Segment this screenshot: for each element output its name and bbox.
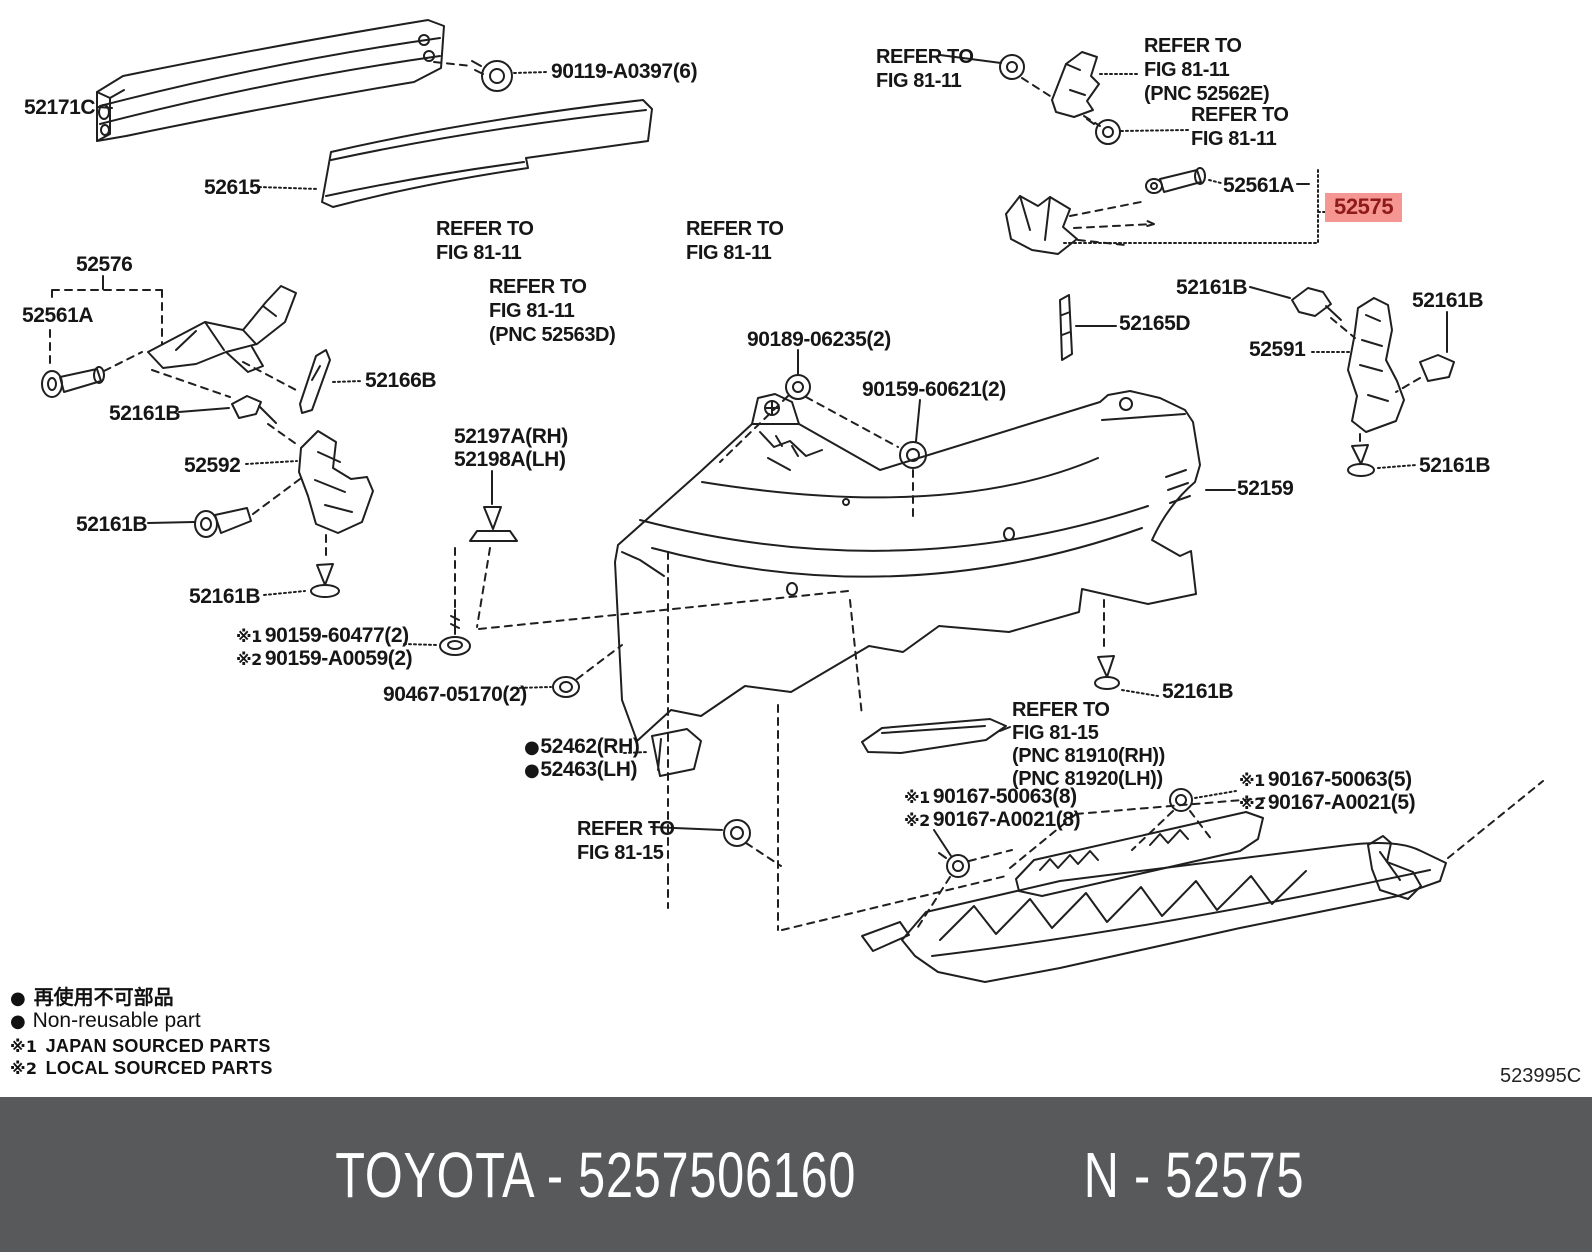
- legend-nonreusable-jp: ● 再使用不可部品: [10, 985, 174, 1009]
- retainer-52575-assembly-drawing: [1006, 168, 1326, 254]
- parts-diagram: [0, 0, 1592, 1096]
- part-label-52165d[interactable]: 52165D: [1119, 312, 1191, 335]
- footer-pnc-code: N - 52575: [1083, 1138, 1304, 1211]
- part-label-90159-60477: 90159-60477(2): [264, 624, 409, 647]
- japan-sourced-mark: ※1: [10, 1037, 38, 1056]
- part-label-52615[interactable]: 52615: [204, 176, 261, 199]
- retainer-52166b-drawing: [300, 350, 362, 413]
- pad-52462-drawing: [624, 729, 701, 776]
- part-label-52462: 52462(RH): [540, 735, 640, 758]
- grommet-90467-drawing: [515, 645, 622, 697]
- part-label-52198a-line: 52198A(LH): [454, 448, 566, 471]
- non-reusable-bullet: ●: [524, 760, 540, 781]
- lower-parts-drawing: [862, 656, 1543, 982]
- part-label-90159-60621[interactable]: 90159-60621(2): [862, 378, 1006, 401]
- part-label-52161b-2[interactable]: 52161B: [1176, 276, 1248, 299]
- japan-sourced-mark: ※1: [1239, 771, 1265, 790]
- non-reusable-bullet: ●: [524, 737, 540, 758]
- part-label-52161b-1[interactable]: 52161B: [109, 402, 181, 425]
- part-label-52161b-4[interactable]: 52161B: [1419, 454, 1491, 477]
- local-sourced-mark: ※2: [10, 1059, 38, 1078]
- part-label-90159-a0059: 90159-A0059(2): [264, 647, 413, 670]
- right-side-brackets-drawing: [1060, 287, 1454, 476]
- local-sourced-mark: ※2: [1239, 794, 1265, 813]
- part-label-52561a-right[interactable]: 52561A: [1223, 174, 1295, 197]
- legend-local-sourced: ※2 LOCAL SOURCED PARTS: [10, 1058, 273, 1078]
- local-sourced-mark: ※2: [904, 811, 930, 830]
- bolts-90189-90159-drawing: [720, 350, 926, 520]
- absorber-52615-drawing: [259, 100, 652, 207]
- figure-code: 523995C: [1500, 1065, 1582, 1087]
- legend-japan-sourced: ※1 JAPAN SOURCED PARTS: [10, 1036, 271, 1056]
- part-label-90189[interactable]: 90189-06235(2): [747, 328, 891, 351]
- bolt-refer-8115-drawing: [651, 820, 781, 866]
- non-reusable-bullet: ●: [10, 988, 26, 1009]
- part-label-90119[interactable]: 90119-A0397(6): [551, 60, 698, 83]
- part-label-52159[interactable]: 52159: [1237, 477, 1294, 500]
- part-label-52463: 52463(LH): [540, 758, 638, 781]
- part-label-52462-52463-block[interactable]: ●52462(RH) ●52463(LH): [524, 735, 640, 782]
- part-label-52575-highlighted[interactable]: 52575: [1325, 193, 1403, 222]
- japan-sourced-mark: ※1: [904, 788, 930, 807]
- part-label-90167-50063-8: 90167-50063(8): [932, 785, 1077, 808]
- reinforcement-52171c-drawing: [97, 20, 472, 141]
- part-label-52161b-3[interactable]: 52161B: [1412, 289, 1484, 312]
- part-label-52166b[interactable]: 52166B: [365, 369, 437, 392]
- part-label-52576[interactable]: 52576: [76, 253, 133, 276]
- legend-nonreusable-en: ● Non-reusable part: [10, 1009, 201, 1033]
- part-label-52161b-6[interactable]: 52161B: [189, 585, 261, 608]
- local-sourced-mark: ※2: [236, 650, 262, 669]
- part-label-90167-50063-5: 90167-50063(5): [1267, 768, 1412, 791]
- upper-right-bracket-cluster-drawing: [940, 52, 1188, 144]
- part-label-52591[interactable]: 52591: [1249, 338, 1306, 361]
- non-reusable-bullet: ●: [10, 1011, 26, 1032]
- footer-part-number-full: TOYOTA - 5257506160: [335, 1138, 857, 1211]
- bumper-cover-52159-drawing: [615, 391, 1235, 741]
- part-label-52561a-left[interactable]: 52561A: [22, 304, 94, 327]
- part-label-52197a-line: 52197A(RH): [454, 425, 568, 448]
- part-label-52592[interactable]: 52592: [184, 454, 241, 477]
- construction-dashed-lines: [668, 552, 1104, 930]
- screw-90159-drawing: [404, 548, 470, 655]
- bracket-52592-drawing: [246, 431, 373, 533]
- part-label-90167-a0021-8: 90167-A0021(8): [932, 808, 1081, 831]
- part-label-90167-a0021-5: 90167-A0021(5): [1267, 791, 1416, 814]
- clip-52161b-drawings: [148, 396, 339, 597]
- part-label-52161b-7[interactable]: 52161B: [1162, 680, 1234, 703]
- part-label-52197a-52198a[interactable]: 52197A(RH) 52198A(LH): [454, 425, 568, 471]
- footer-banner: TOYOTA - 5257506160 N - 52575: [0, 1097, 1592, 1252]
- part-label-90467[interactable]: 90467-05170(2): [383, 683, 527, 706]
- part-label-52171c[interactable]: 52171C: [24, 96, 96, 119]
- bolt-90119-drawing: [472, 61, 548, 91]
- left-bracket-52576-cluster-drawing: [42, 276, 296, 397]
- japan-sourced-mark: ※1: [236, 627, 262, 646]
- part-label-52161b-5[interactable]: 52161B: [76, 513, 148, 536]
- pin-52197a-drawing: [470, 471, 848, 629]
